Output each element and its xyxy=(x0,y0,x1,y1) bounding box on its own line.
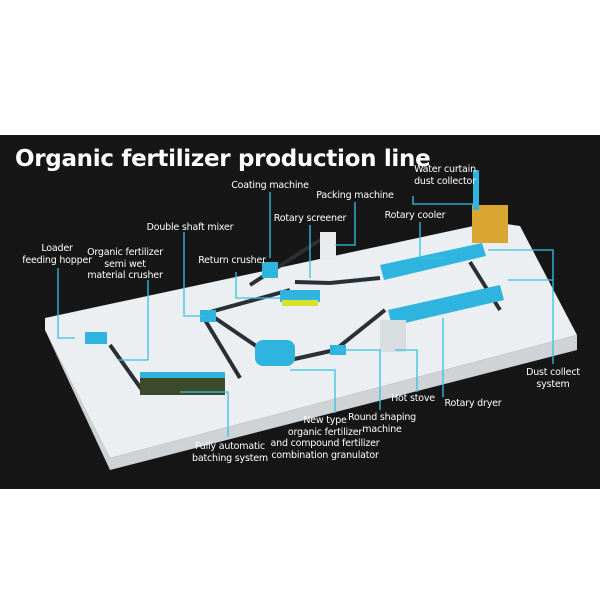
label-line: Rotary cooler xyxy=(384,210,446,221)
label-line: Round shaping xyxy=(348,412,416,423)
label-line: Dust collect xyxy=(526,367,580,378)
label-line: batching system xyxy=(192,452,268,464)
label-line: system xyxy=(536,378,570,390)
label-line: Rotary dryer xyxy=(444,398,502,409)
label-line: machine xyxy=(362,423,402,435)
label-hot-stove: Hot stove xyxy=(391,393,435,405)
label-line: and compound fertilizer xyxy=(270,438,380,449)
label-line: Packing machine xyxy=(316,190,394,201)
label-line: material crusher xyxy=(87,270,163,281)
label-line: Organic fertilizer xyxy=(87,247,163,258)
label-line: Coating machine xyxy=(231,180,309,191)
label-rotary-screener: Rotary screener xyxy=(273,213,347,225)
label-line: combination granulator xyxy=(271,449,379,461)
label-line: semi wet xyxy=(104,258,146,270)
equipment xyxy=(85,170,508,395)
label-line: Rotary screener xyxy=(273,213,347,224)
label-rotary-dryer: Rotary dryer xyxy=(445,398,502,410)
label-double-shaft-mixer: Double shaft mixer xyxy=(147,222,234,234)
page-title: Organic fertilizer production line xyxy=(15,146,431,172)
platform-top xyxy=(45,222,577,458)
label-line: dust collector xyxy=(414,175,476,187)
callout-lines xyxy=(57,192,554,437)
label-return-crusher: Return crusher xyxy=(198,255,266,267)
label-line: organic fertilizer xyxy=(287,426,363,438)
label-line: Double shaft mixer xyxy=(146,222,234,233)
label-line: Water curtain xyxy=(414,164,476,175)
label-coating-machine: Coating machine xyxy=(231,180,309,192)
label-rotary-cooler: Rotary cooler xyxy=(385,210,446,222)
label-line: New type xyxy=(303,415,347,426)
label-line: Fully automatic xyxy=(195,441,265,452)
label-line: Loader xyxy=(41,243,73,254)
label-line: Return crusher xyxy=(198,255,266,266)
label-line: feeding hopper xyxy=(22,254,92,266)
label-packing-machine: Packing machine xyxy=(316,190,394,202)
label-line: Hot stove xyxy=(391,393,435,404)
